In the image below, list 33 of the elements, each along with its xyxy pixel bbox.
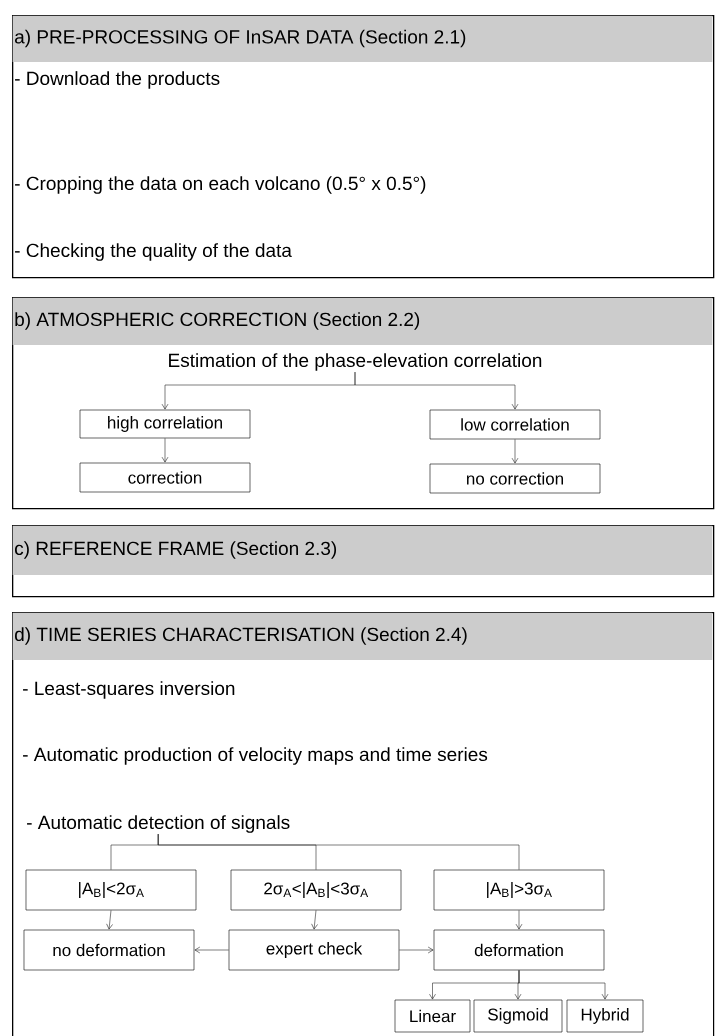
process-box: |A$_{B}$|<2σ$_{A}$ [25, 869, 197, 911]
bullet-text: - Least-squares inversion [23, 681, 235, 699]
bullet-text: - Automatic production of velocity maps and time series [23, 747, 488, 765]
step-text: Estimation of the phase-elevation correlation [169, 353, 542, 371]
bullet-text: - Cropping the data on each volcano (0.5° x 0.5°) [15, 176, 426, 194]
process-box: correction [79, 462, 251, 493]
process-box: no deformation [23, 929, 195, 971]
bullet-text: - Checking the quality of the data [15, 243, 292, 261]
process-box: Linear [394, 999, 471, 1033]
arrow [194, 946, 229, 954]
panel-heading: d) TIME SERIES CHARACTERISATION (Section 2.4) [12, 612, 713, 660]
panel-heading: c) REFERENCE FRAME (Section 2.3) [12, 525, 713, 575]
process-box: no correction [429, 463, 601, 494]
arrow [399, 946, 434, 954]
process-box: high correlation [79, 409, 251, 439]
process-box: low correlation [429, 409, 601, 440]
panel-heading: b) ATMOSPHERIC CORRECTION (Section 2.2) [12, 297, 713, 345]
arrow [518, 970, 609, 1000]
panel-heading: a) PRE-PROCESSING OF InSAR DATA (Section 2.1) [12, 15, 713, 62]
arrow [354, 371, 519, 410]
bullet-text: - Download the products [15, 71, 220, 89]
arrow [161, 438, 169, 463]
process-box: deformation [433, 929, 605, 971]
process-box: |A$_{B}$|>3σ$_{A}$ [433, 869, 605, 911]
process-box: Sigmoid [473, 999, 563, 1033]
arrow [106, 910, 113, 930]
process-box: Hybrid [566, 999, 644, 1033]
process-box: 2σ$_{A}$<|A$_{B}$|<3σ$_{A}$ [230, 869, 402, 911]
arrow [515, 910, 523, 930]
arrow [511, 439, 519, 464]
arrow [311, 910, 318, 930]
step-text: - Automatic detection of signals [27, 815, 290, 833]
process-box: expert check [228, 929, 400, 971]
